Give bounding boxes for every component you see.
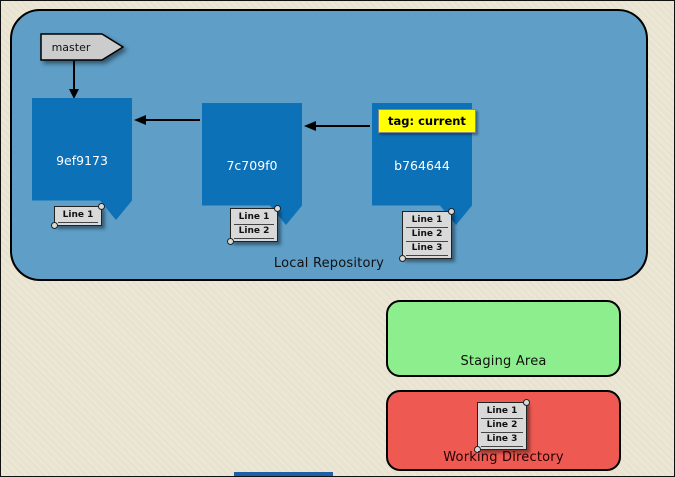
flag-shape-icon [40, 33, 124, 61]
branch-flag-master: master [40, 33, 124, 61]
scroll-line: Line 2 [234, 225, 274, 239]
scroll-line: Line 1 [406, 214, 448, 228]
commit-id: 9ef9173 [56, 153, 108, 168]
arrow-commit2-to-commit1 [134, 115, 200, 125]
commit3-file-scroll: Line 1 Line 2 Line 3 [399, 208, 455, 262]
working-directory-container: Line 1 Line 2 Line 3 Working Directory [386, 390, 621, 471]
scroll-line: Line 2 [406, 228, 448, 242]
working-directory-label: Working Directory [443, 450, 564, 465]
local-repository-label: Local Repository [273, 256, 385, 271]
scroll-line: Line 3 [406, 242, 448, 256]
commit2-file-scroll: Line 1 Line 2 [227, 205, 281, 245]
scroll-line: Line 1 [234, 211, 274, 225]
branch-flag-label: master [51, 40, 91, 54]
commit-node-1: 9ef9173 [32, 98, 132, 220]
scroll-line: Line 1 [481, 405, 523, 419]
local-repository-container: master 9ef9173 7c709f0 b764644 [10, 9, 648, 281]
working-directory-file-scroll: Line 1 Line 2 Line 3 [474, 399, 530, 453]
scroll-line: Line 3 [481, 433, 523, 447]
scroll-line: Line 2 [481, 419, 523, 433]
arrow-commit3-to-commit2 [304, 121, 370, 131]
tag-current-badge: tag: current [378, 109, 476, 133]
commit-id: b764644 [394, 158, 450, 173]
scroll-line: Line 1 [58, 209, 98, 223]
commit-id: 7c709f0 [226, 158, 278, 173]
staging-area-label: Staging Area [460, 354, 547, 369]
arrow-master-to-commit1 [69, 61, 79, 99]
staging-area-container: Staging Area [386, 300, 621, 377]
commit-node-2: 7c709f0 [202, 103, 302, 225]
commit1-file-scroll: Line 1 [51, 203, 105, 229]
bottom-edge-artifact [234, 472, 333, 476]
